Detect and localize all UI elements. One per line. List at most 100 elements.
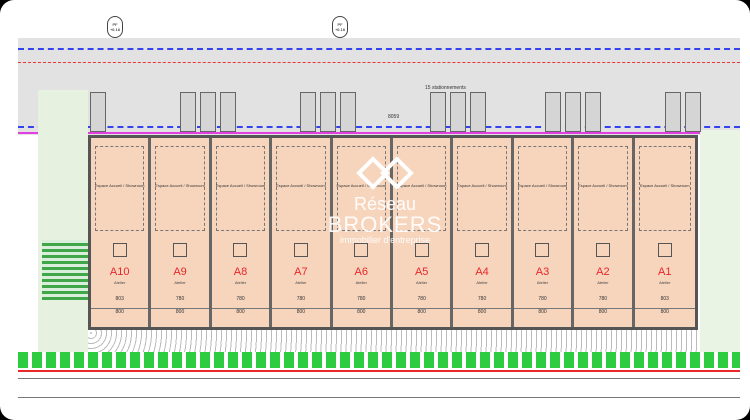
showroom-zone xyxy=(155,146,205,231)
unit-a7: Espace Accueil / Showroom A7 Atelier 780… xyxy=(272,138,333,327)
unit-a1: Espace Accueil / Showroom A1 Atelier 803… xyxy=(634,138,695,327)
unit-axis-width: 800 xyxy=(272,308,330,315)
parking-stall xyxy=(450,92,466,132)
unit-inner-width: 780 xyxy=(296,296,306,302)
blue-boundary-line xyxy=(18,126,740,128)
unit-use: Atelier xyxy=(476,280,488,285)
parking-stall xyxy=(320,92,336,132)
unit-label: A10 xyxy=(109,266,130,278)
unit-inner-width: 780 xyxy=(357,296,366,302)
skylight-icon xyxy=(414,243,429,257)
unit-inner-width: 780 xyxy=(236,296,245,302)
unit-a10: Espace Accueil / Showroom A10 Atelier 80… xyxy=(91,138,152,327)
parking-stall xyxy=(585,92,601,132)
parking-stall xyxy=(220,92,236,132)
dimension-total: 8059 xyxy=(388,114,400,120)
unit-a8: Espace Accueil / Showroom A8 Atelier 780… xyxy=(211,138,273,327)
skylight-icon xyxy=(293,243,308,257)
skylight-icon xyxy=(535,243,550,257)
skylight-icon xyxy=(173,243,188,257)
unit-use: Atelier xyxy=(355,280,367,285)
magenta-line xyxy=(18,132,740,134)
unit-use: Atelier xyxy=(174,280,186,285)
parking-stall xyxy=(565,92,581,132)
unit-label: A8 xyxy=(233,266,248,278)
parking-stall xyxy=(470,92,486,132)
unit-axis-width: 800 xyxy=(332,308,390,315)
skylight-icon xyxy=(475,243,490,257)
unit-a2: Espace Accueil / Showroom A2 Atelier 780… xyxy=(574,138,635,327)
access-road xyxy=(18,38,740,135)
showroom-label: Espace Accueil / Showroom xyxy=(94,183,145,188)
unit-label: A4 xyxy=(475,266,489,278)
parking-stall xyxy=(430,92,446,132)
parking-stall xyxy=(200,92,216,132)
right-green-area xyxy=(700,130,740,360)
unit-use: Atelier xyxy=(114,280,126,285)
unit-inner-width: 780 xyxy=(477,296,487,302)
unit-label: A3 xyxy=(535,266,550,278)
property-line xyxy=(18,370,740,372)
unit-use: Atelier xyxy=(536,280,549,285)
parking-stall xyxy=(340,92,356,132)
unit-use: Atelier xyxy=(234,280,247,285)
unit-inner-width: 780 xyxy=(175,296,185,302)
unit-a6: Espace Accueil / Showroom A6 Atelier 780… xyxy=(332,138,393,327)
showroom-zone xyxy=(95,146,145,231)
skylight-icon xyxy=(233,243,248,257)
unit-axis-width: 800 xyxy=(211,308,270,315)
unit-use: Atelier xyxy=(659,280,671,285)
parking-stall xyxy=(90,92,106,132)
showroom-label: Espace Accueil / Showroom xyxy=(457,183,507,188)
skylight-icon xyxy=(354,243,369,257)
unit-inner-width: 803 xyxy=(660,296,669,302)
unit-label: A9 xyxy=(173,266,187,278)
showroom-zone xyxy=(215,146,266,231)
watermark-line2: BROKERS xyxy=(327,212,443,237)
showroom-zone xyxy=(457,146,507,231)
unit-inner-width: 780 xyxy=(538,296,547,302)
building: Espace Accueil / Showroom A10 Atelier 80… xyxy=(88,135,698,330)
platform-level-marker: PF +6.16 xyxy=(107,16,123,38)
parking-stall xyxy=(545,92,561,132)
unit-inner-width: 780 xyxy=(417,296,426,302)
showroom-label: Espace Accueil / Showroom xyxy=(396,183,447,188)
unit-axis-width: 800 xyxy=(151,308,209,315)
showroom-label: Espace Accueil / Showroom xyxy=(578,183,628,188)
unit-inner-width: 803 xyxy=(115,296,124,302)
street-edge xyxy=(18,378,740,398)
showroom-zone xyxy=(578,146,628,231)
left-green-area xyxy=(38,90,88,360)
unit-axis-width: 800 xyxy=(393,308,451,315)
showroom-label: Espace Accueil / Showroom xyxy=(517,183,568,188)
unit-axis-width: 800 xyxy=(453,308,511,315)
showroom-label: Espace Accueil / Showroom xyxy=(336,183,387,188)
showroom-zone xyxy=(517,146,568,231)
skylight-icon xyxy=(595,243,610,257)
brokers-logo-icon xyxy=(356,156,414,190)
watermark-line1: Réseau xyxy=(353,194,417,214)
unit-axis-width: 800 xyxy=(634,308,695,315)
showroom-zone xyxy=(276,146,326,231)
unit-label: A6 xyxy=(354,266,369,278)
skylight-icon xyxy=(112,243,127,257)
unit-axis-width: 800 xyxy=(574,308,632,315)
showroom-zone xyxy=(336,146,386,231)
parking-stall xyxy=(685,92,701,132)
unit-axis-width: 800 xyxy=(513,308,572,315)
hedge-vegetation xyxy=(18,352,740,368)
unit-use: Atelier xyxy=(597,280,609,285)
unit-use: Atelier xyxy=(416,280,428,285)
showroom-label: Espace Accueil / Showroom xyxy=(639,183,690,188)
platform-level-marker: PF +6.16 xyxy=(332,16,348,38)
showroom-label: Espace Accueil / Showroom xyxy=(276,183,326,188)
unit-use: Atelier xyxy=(295,280,307,285)
skylight-icon xyxy=(657,243,672,257)
unit-label: A2 xyxy=(596,266,610,278)
blue-boundary-line xyxy=(18,48,740,50)
unit-axis-width: 800 xyxy=(91,308,149,315)
unit-a4: Espace Accueil / Showroom A4 Atelier 780… xyxy=(453,138,514,327)
unit-label: A1 xyxy=(658,266,672,278)
watermark: Réseau BROKERS immobilier d'entreprise xyxy=(300,155,470,245)
